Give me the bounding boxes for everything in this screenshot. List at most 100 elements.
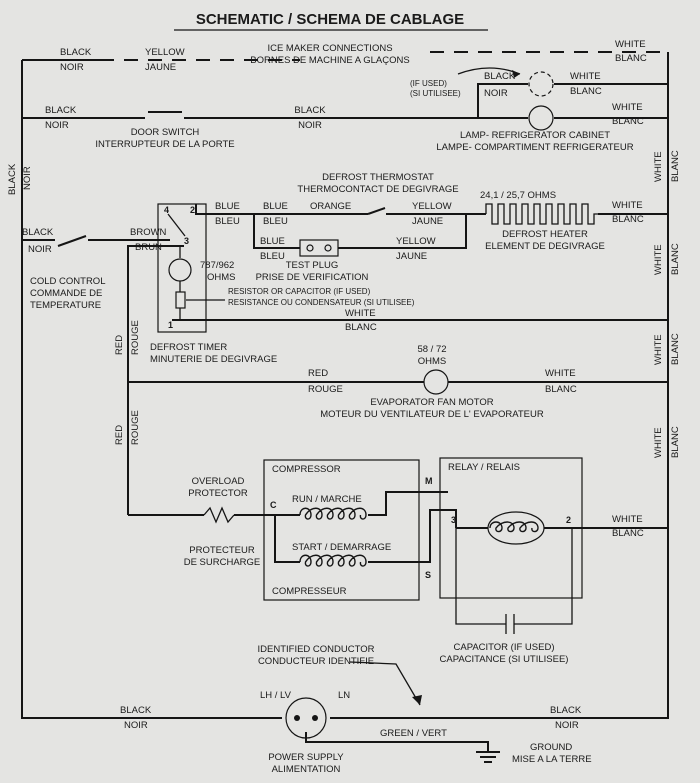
if-used-label-en: (IF USED) [410, 79, 447, 88]
wire-label-green-vert: GREEN / VERT [380, 728, 447, 739]
fan-motor-label-en: EVAPORATOR FAN MOTOR [370, 397, 493, 408]
capacitor-label-fr: CAPACITANCE (SI UTILISEE) [440, 654, 569, 665]
rail-label-white-2: WHITE [653, 244, 664, 275]
rail-label-white-4: WHITE [653, 427, 664, 458]
resistor-label-fr: RESISTANCE OU CONDENSATEUR (SI UTILISEE) [228, 298, 415, 307]
compressor-terminal-m: M [425, 476, 433, 486]
identified-conductor-leader [349, 661, 421, 706]
compressor-terminal-s: S [425, 570, 431, 580]
if-used-arrow-head [512, 70, 520, 78]
compressor-box [263, 459, 420, 601]
lamp-label-en: LAMP- REFRIGERATOR CABINET [460, 130, 610, 141]
relay-coil [489, 521, 539, 533]
wire-label-white-lamp: WHITE [612, 102, 643, 113]
ice-maker-label-en: ICE MAKER CONNECTIONS [267, 43, 392, 54]
lamp-bulb [528, 105, 554, 131]
ice-maker-label-fr: BORNES DE MACHINE A GLAÇONS [250, 55, 409, 66]
wire-label-blanc-heater: BLANC [612, 214, 644, 225]
power-ln: LN [338, 690, 350, 701]
wire-label-rouge-fan: ROUGE [308, 384, 343, 395]
lamp-if-used-bulb [528, 71, 554, 97]
wire-label-bleu-2: BLEU [263, 216, 288, 227]
wire-label-red-2: RED [114, 425, 125, 445]
test-plug-label-fr: PRISE DE VERIFICATION [256, 272, 369, 283]
defrost-heater-label-fr: ELEMENT DE DEGIVRAGE [485, 241, 605, 252]
wire-label-white-heater: WHITE [612, 200, 643, 211]
wire-label-white-ice: WHITE [615, 39, 646, 50]
wire-label-black-lamp2: BLACK [484, 71, 516, 82]
rail-label-blanc-3: BLANC [670, 333, 681, 365]
wire-label-white-lamp2: WHITE [570, 71, 601, 82]
test-plug [299, 239, 339, 257]
defrost-timer-box [157, 203, 207, 333]
overload-label-fr2: DE SURCHARGE [184, 557, 261, 568]
relay-terminal-2: 2 [566, 515, 571, 525]
compressor-label-fr: COMPRESSEUR [272, 586, 347, 597]
ground-label-en: GROUND [530, 742, 572, 753]
wire-label-bleu-test: BLEU [260, 251, 285, 262]
defrost-thermostat-switch [367, 207, 386, 215]
wire-label-white-relay: WHITE [612, 514, 643, 525]
cold-control-label-fr2: TEMPERATURE [30, 300, 101, 311]
rail-label-blanc-4: BLANC [670, 426, 681, 458]
defrost-thermostat-label-fr: THERMOCONTACT DE DEGIVRAGE [297, 184, 458, 195]
identified-conductor-arrow [412, 695, 422, 705]
test-plug-pin-a [306, 244, 314, 252]
wire-label-red-fan: RED [308, 368, 328, 379]
wire-label-blue-test: BLUE [260, 236, 285, 247]
timer-2-blue-wire [195, 204, 254, 215]
cold-control-label-fr1: COMMANDE DE [30, 288, 102, 299]
ground-green-wire [305, 732, 489, 752]
wire-label-jaune-test: JAUNE [396, 251, 427, 262]
wire-label-blanc-lamp: BLANC [612, 116, 644, 127]
wire-label-blue-1: BLUE [215, 201, 240, 212]
wire-label-noir-bottom-right: NOIR [555, 720, 579, 731]
defrost-heater-label-en: DEFROST HEATER [502, 229, 588, 240]
fan-ohms-1: 58 / 72 [417, 344, 446, 355]
lamp-label-fr: LAMPE- COMPARTIMENT REFRIGERATEUR [436, 142, 633, 153]
wire-label-blanc-lamp2: BLANC [570, 86, 602, 97]
wire-label-orange: ORANGE [310, 201, 351, 212]
schematic-title: SCHEMATIC / SCHEMA DE CABLAGE [196, 11, 464, 28]
cold-control-label-en: COLD CONTROL [30, 276, 105, 287]
rail-label-black: BLACK [7, 163, 18, 195]
timer-ohms-1: 787/962 [200, 260, 234, 271]
run-winding-label: RUN / MARCHE [292, 494, 362, 505]
wire-label-yellow-heater: YELLOW [412, 201, 452, 212]
wire-label-yellow-ice: YELLOW [145, 47, 185, 58]
power-lh-lv: LH / LV [260, 690, 292, 701]
overload-label-en1: OVERLOAD [192, 476, 245, 487]
identified-conductor-fr: CONDUCTEUR IDENTIFIE [258, 656, 374, 667]
timer-terminal-2: 2 [190, 205, 195, 215]
wire-label-white-timer: WHITE [345, 308, 376, 319]
relay-s-wire [420, 509, 457, 563]
wire-label-white-fan: WHITE [545, 368, 576, 379]
capacitor-lead-b [514, 528, 573, 625]
rail-label-white-3: WHITE [653, 334, 664, 365]
wire-label-black-cold: BLACK [22, 227, 54, 238]
wire-label-blanc-relay: BLANC [612, 528, 644, 539]
relay-terminal-3: 3 [451, 515, 456, 525]
wire-label-blanc-ice: BLANC [615, 53, 647, 64]
relay-label: RELAY / RELAIS [448, 462, 520, 473]
test-plug-label-en: TEST PLUG [286, 260, 339, 271]
fan-ohms-2: OHMS [418, 356, 447, 367]
compressor-label-en: COMPRESSOR [272, 464, 341, 475]
defrost-heater-ohms: 24,1 / 25,7 OHMS [480, 190, 556, 201]
power-plug-pin-ln [312, 715, 318, 721]
run-winding-lead-b [368, 491, 420, 516]
compressor-terminal-c: C [270, 500, 277, 510]
wire-label-black-door: BLACK [45, 105, 77, 116]
wire-label-jaune-heater: JAUNE [412, 216, 443, 227]
timer-terminal-3: 3 [184, 236, 189, 246]
wire-label-jaune-ice: JAUNE [145, 62, 176, 73]
door-switch-label-fr: INTERRUPTEUR DE LA PORTE [95, 139, 234, 150]
capacitor-label-en: CAPACITOR (IF USED) [454, 642, 555, 653]
power-plug-pin-lh [294, 715, 300, 721]
wire-label-bleu-1: BLEU [215, 216, 240, 227]
defrost-timer-label-en: DEFROST TIMER [150, 342, 227, 353]
overload-label-fr1: PROTECTEUR [189, 545, 255, 556]
start-winding-coil [299, 554, 367, 567]
timer-switch-blade [167, 213, 186, 237]
